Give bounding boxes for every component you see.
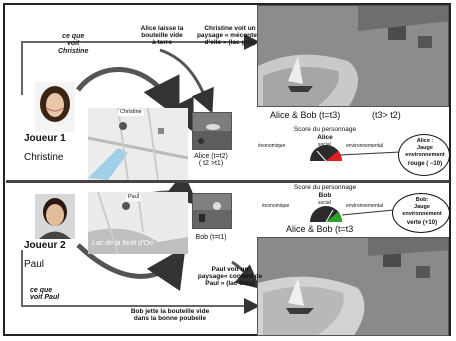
- bottom-gauge-bubble: Bob: Jauge environnement verte (+10): [392, 193, 450, 233]
- top-sees-label: ce que voit Christine: [58, 33, 89, 55]
- top-bubble-line-2: Jauge: [417, 145, 433, 151]
- top-bubble-line-4: rouge ( −10): [407, 161, 443, 167]
- bottom-gauge-label-eco: économique: [262, 203, 290, 209]
- bottom-bubble-line-3: environnement: [402, 211, 442, 217]
- top-gauge-bubble: Alice : Jauge environnement rouge ( −10): [398, 134, 450, 176]
- arrow-paul-view: [21, 250, 260, 314]
- top-thumb-caption: Alice (t=t2) ( t2 >t1): [194, 153, 228, 168]
- bottom-score-name: Bob: [318, 192, 332, 199]
- bottom-landscape-text: Paul voit un paysage« content de Paul » …: [197, 266, 263, 287]
- top-score-title: Score du personnage: [293, 126, 357, 133]
- bottom-sees-label: ce que voit Paul: [30, 287, 60, 302]
- top-big-picture: [257, 5, 449, 107]
- top-gauge-label-eco: économique: [258, 143, 286, 149]
- bottom-big-caption: Alice & Bob (t=t3: [286, 224, 354, 234]
- section-separator: [6, 180, 450, 183]
- arrow-player1-map: [75, 67, 180, 119]
- bottom-gauge-label-social: social: [318, 200, 331, 206]
- top-score-name: Alice: [317, 134, 333, 141]
- arrow-bob-landscape: [231, 260, 261, 289]
- player1-photo: [35, 82, 75, 132]
- bottom-score-gauge: [310, 206, 342, 223]
- bottom-map-label: Paul: [126, 194, 142, 201]
- player2-name: Paul: [24, 259, 45, 270]
- top-big-caption-extra: (t3> t2): [372, 110, 401, 120]
- bottom-map-lake: Lac de la forêt d'Ori: [92, 240, 153, 247]
- top-gauge-label-social: social: [318, 142, 331, 148]
- top-score-gauge: [310, 145, 342, 162]
- top-big-caption: Alice & Bob (t=t3): [270, 110, 341, 120]
- top-map: [88, 108, 188, 180]
- player1-name: Christine: [24, 152, 64, 163]
- player2-label: Joueur 2: [24, 240, 66, 251]
- bottom-score-title: Score du personnage: [293, 184, 357, 191]
- arrow-christine-view: [21, 34, 260, 95]
- bottom-gauge-fill: [326, 212, 342, 222]
- bottom-bubble-line-1: Bob:: [415, 197, 429, 203]
- top-map-label: Christine: [118, 109, 144, 116]
- bottom-bubble-line-2: Jauge: [414, 204, 430, 210]
- player1-label: Joueur 1: [24, 133, 66, 144]
- top-bubble-line-3: environnement: [405, 152, 445, 158]
- bottom-thumb-caption: Bob (t=t1): [195, 234, 227, 241]
- bottom-big-picture: [257, 237, 449, 336]
- outer-frame: [3, 3, 451, 336]
- top-thumbnail: [192, 112, 232, 150]
- bottom-bubble-line-4: verte (+10): [406, 220, 438, 226]
- bottom-action-text: Bob jette la bouteille vide dans la bonn…: [130, 308, 210, 322]
- top-bubble-line-1: Alice :: [416, 138, 434, 144]
- top-action-text: Alice laisse la bouteille vide à terre: [140, 25, 184, 46]
- bottom-gauge-label-env: environnemental: [346, 203, 383, 209]
- top-gauge-label-env: environnemental: [346, 143, 383, 149]
- bottom-thumbnail: [192, 193, 232, 229]
- top-gauge-fill: [326, 151, 342, 161]
- player2-photo: [35, 194, 75, 239]
- top-landscape-text: Christine voit un paysage « mécontent d’…: [196, 25, 264, 46]
- arrow-alice-action: [159, 48, 214, 114]
- arrow-player2-map: [76, 243, 186, 292]
